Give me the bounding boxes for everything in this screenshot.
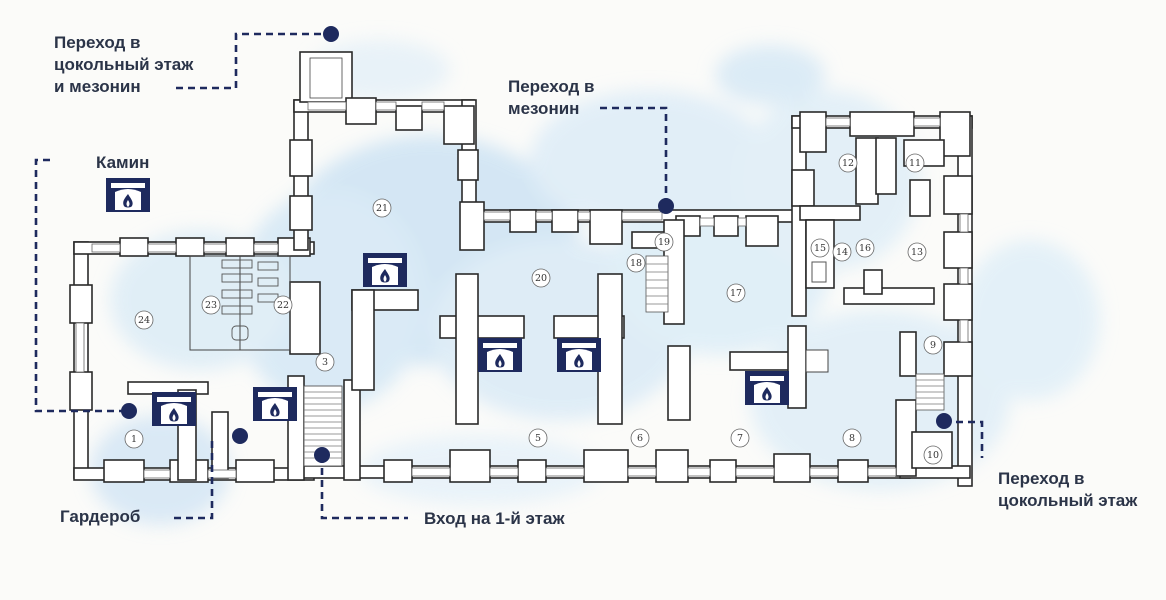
fireplace-icon xyxy=(106,178,150,212)
room-number: 11 xyxy=(909,158,921,169)
room-number: 1 xyxy=(131,434,137,445)
label-to-mezzanine: Переход в мезонин xyxy=(508,77,595,118)
fireplace-icon xyxy=(557,338,601,372)
room-number: 8 xyxy=(849,433,855,444)
room-number: 15 xyxy=(814,243,826,254)
marker-dot xyxy=(658,198,674,214)
room-number: 5 xyxy=(535,433,541,444)
marker-dot xyxy=(121,403,137,419)
room-number: 23 xyxy=(205,300,217,311)
fireplace-icon xyxy=(478,338,522,372)
room-number: 9 xyxy=(930,340,936,351)
fireplace-icon xyxy=(253,387,297,421)
label-fireplace: Камин xyxy=(96,153,150,172)
room-number: 3 xyxy=(322,357,328,368)
room-number: 13 xyxy=(911,247,923,258)
room-number: 17 xyxy=(730,288,742,299)
fireplace-icon xyxy=(363,253,407,287)
room-number: 12 xyxy=(842,158,854,169)
label-to-basement: Переход в цокольный этаж xyxy=(998,469,1138,510)
room-number: 19 xyxy=(658,237,670,248)
room-number: 21 xyxy=(376,203,388,214)
marker-dot xyxy=(323,26,339,42)
room-number: 22 xyxy=(277,300,289,311)
room-number: 18 xyxy=(630,258,642,269)
label-basement-and-mezzanine: Переход в цокольный этаж и мезонин xyxy=(54,33,194,96)
room-number: 24 xyxy=(138,315,150,326)
marker-dot xyxy=(314,447,330,463)
room-number: 7 xyxy=(737,433,743,444)
room-number: 14 xyxy=(836,247,848,258)
fireplace-icon xyxy=(152,392,196,426)
marker-dot xyxy=(936,413,952,429)
callout-lines xyxy=(34,32,984,520)
room-number: 16 xyxy=(859,243,871,254)
label-wardrobe: Гардероб xyxy=(60,507,141,526)
room-number: 6 xyxy=(637,433,643,444)
marker-dot xyxy=(232,428,248,444)
room-number: 20 xyxy=(535,273,547,284)
toilet-icon xyxy=(811,261,827,283)
room-number: 10 xyxy=(927,450,939,461)
windows xyxy=(75,101,969,479)
marker-dots xyxy=(121,26,952,463)
label-first-floor-entrance: Вход на 1-й этаж xyxy=(424,509,565,528)
room-numbers xyxy=(124,153,943,465)
interior-walls xyxy=(127,137,953,481)
fireplace-icon xyxy=(745,371,789,405)
